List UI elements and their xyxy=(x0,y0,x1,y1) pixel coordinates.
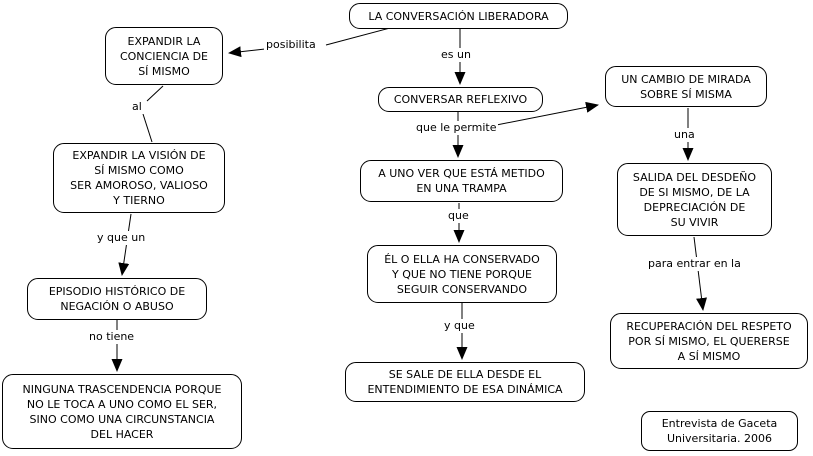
node-un-cambio-de-mirada: UN CAMBIO DE MIRADA SOBRE SÍ MISMA xyxy=(605,66,767,107)
node-ninguna-trascendencia: NINGUNA TRASCENDENCIA PORQUE NO LE TOCA … xyxy=(2,374,242,449)
edge-al-upper xyxy=(146,85,164,102)
link-label-es-un: es un xyxy=(439,48,473,62)
node-conversar-reflexivo: CONVERSAR REFLEXIVO xyxy=(378,87,543,112)
node-episodio-historico: EPISODIO HISTÓRICO DE NEGACIÓN O ABUSO xyxy=(27,278,207,320)
link-label-al: al xyxy=(130,100,144,114)
edge-para-entrar-en-la xyxy=(693,236,707,311)
link-label-y-que: y que xyxy=(442,319,477,333)
link-label-que: que xyxy=(446,209,471,223)
link-label-para-entrar-en-la: para entrar en la xyxy=(646,257,743,271)
edge-posibilita-diagonal xyxy=(325,27,391,46)
node-recuperacion-del-respeto: RECUPERACIÓN DEL RESPETO POR SÍ MISMO, E… xyxy=(610,313,808,369)
link-label-posibilita: posibilita xyxy=(264,38,318,52)
node-la-conversacion-liberadora: LA CONVERSACIÓN LIBERADORA xyxy=(349,3,568,29)
node-expandir-la-conciencia: EXPANDIR LA CONCIENCIA DE SÍ MISMO xyxy=(105,27,223,85)
link-label-no-tiene: no tiene xyxy=(87,330,137,344)
node-a-uno-ver-trampa: A UNO VER QUE ESTÁ METIDO EN UNA TRAMPA xyxy=(360,160,563,202)
link-label-y-que-un: y que un xyxy=(95,231,148,245)
node-el-o-ella-ha-conservado: ÉL O ELLA HA CONSERVADO Y QUE NO TIENE P… xyxy=(367,245,557,303)
node-expandir-la-vision: EXPANDIR LA VISIÓN DE SÍ MISMO COMO SER … xyxy=(53,143,225,213)
link-label-que-le-permite: que le permite xyxy=(414,121,499,135)
node-se-sale-de-ella: SE SALE DE ELLA DESDE EL ENTENDIMIENTO D… xyxy=(345,362,585,402)
node-salida-del-desdeno: SALIDA DEL DESDEÑO DE SI MISMO, DE LA DE… xyxy=(617,163,772,236)
edge-posibilita-arrow xyxy=(228,46,266,58)
node-entrevista-fuente: Entrevista de Gaceta Universitaria. 2006 xyxy=(641,411,798,451)
edge-al-lower xyxy=(142,113,153,143)
link-label-una: una xyxy=(672,128,697,142)
